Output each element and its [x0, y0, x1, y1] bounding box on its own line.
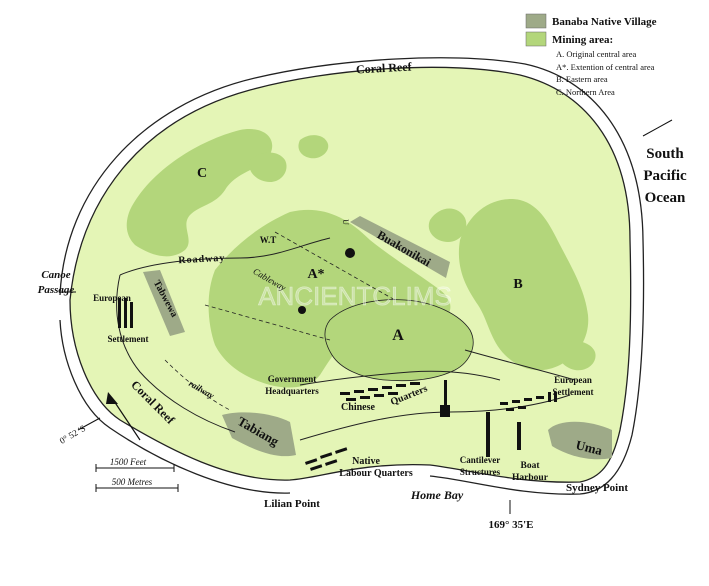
ocean-label-2: Pacific [643, 168, 687, 184]
label-area-a-star: A* [307, 267, 324, 282]
north-arrow [111, 397, 141, 441]
native-labour-quarters-buildings [305, 447, 348, 471]
scale-label-feet: 1500 Feet [110, 457, 147, 467]
label-european-right-2: Settlement [553, 387, 594, 397]
mining-area-a-star [208, 209, 451, 388]
label-european-left-2: Settlement [108, 334, 149, 344]
latitude-pointer [77, 417, 101, 431]
watermark: ANCIENTCLIMS [258, 281, 452, 311]
label-government-1: Government [268, 374, 317, 384]
legend-village-swatch [525, 13, 547, 29]
label-lilian-point: Lilian Point [264, 498, 320, 510]
label-area-b: B [513, 277, 522, 292]
mining-area-c [126, 129, 273, 257]
mining-area-b [458, 199, 589, 371]
jetty-stem [444, 380, 447, 406]
legend-mining-swatch [525, 31, 547, 47]
mining-area-b-patch2 [557, 340, 596, 371]
ocean-label-1: South [646, 146, 684, 162]
label-longitude: 169° 35'E [488, 519, 533, 531]
mining-area-a [324, 299, 474, 382]
label-boat-2: Harbour [512, 473, 549, 483]
legend-item-c: C. Northern Area [556, 87, 615, 97]
mining-area-c-patch [249, 152, 287, 182]
coral-reef-outline-sw [59, 319, 291, 494]
north-arrow-head [106, 392, 118, 404]
legend-item-a-star: A*. Extention of central area [556, 62, 655, 72]
label-u-mark: U [341, 219, 350, 225]
label-native-1: Native [352, 456, 380, 467]
legend-village-label: Banaba Native Village [552, 16, 657, 28]
legend-item-a: A. Original central area [556, 49, 636, 59]
label-area-c: C [197, 166, 207, 181]
label-uma: Uma [574, 437, 604, 458]
legend-item-b: B. Eastern area [556, 74, 608, 84]
label-european-right-1: European [554, 375, 592, 385]
label-boat-1: Boat [521, 461, 541, 471]
label-chinese: Chinese [341, 402, 375, 413]
water-tank [345, 248, 355, 258]
label-home-bay: Home Bay [410, 488, 464, 502]
cableway [204, 304, 331, 341]
village-tabiang [222, 412, 296, 457]
inner-road [299, 370, 501, 386]
railway [164, 359, 231, 411]
label-wt: W.T [260, 235, 276, 245]
roadway-west [116, 274, 236, 433]
structure-dot [298, 306, 306, 314]
label-canoe-2: Passage [38, 284, 75, 296]
label-native-2: Labour Quarters [339, 468, 413, 479]
label-cantilever-1: Cantilever [460, 455, 501, 465]
village-uma [548, 421, 612, 460]
village-buakonikai [350, 216, 450, 278]
cableway-2 [274, 231, 396, 301]
label-coral-reef-top: Coral Reef [356, 60, 413, 77]
ocean-pointer [642, 119, 673, 137]
mining-area-b-patch [428, 208, 467, 242]
label-cantilever-2: Structures [460, 467, 501, 477]
scale-label-metres: 500 Metres [112, 477, 153, 487]
coral-reef-outline [59, 57, 645, 495]
legend-mining-label: Mining area: [552, 34, 613, 46]
cantilever-structure-2 [517, 422, 521, 450]
roadway [119, 237, 331, 276]
jetty-block [440, 405, 450, 417]
roadway-east [464, 349, 576, 381]
cantilever-structure [486, 412, 490, 457]
european-settlement-west-buildings [118, 298, 133, 328]
ocean-label-3: Ocean [645, 190, 686, 206]
chinese-quarters-buildings [340, 382, 420, 401]
label-roadway: Roadway [178, 253, 226, 266]
label-area-a: A [392, 327, 404, 344]
label-latitude: 0° 52 'S [58, 423, 87, 446]
label-government-2: Headquarters [265, 386, 319, 396]
label-sydney-point: Sydney Point [566, 482, 628, 494]
label-canoe-1: Canoe [41, 269, 70, 281]
mining-area-c-patch2 [298, 135, 329, 159]
label-european-left-1: European [93, 293, 131, 303]
village-tabwewa [143, 270, 185, 336]
european-settlement-east-buildings [500, 392, 557, 411]
